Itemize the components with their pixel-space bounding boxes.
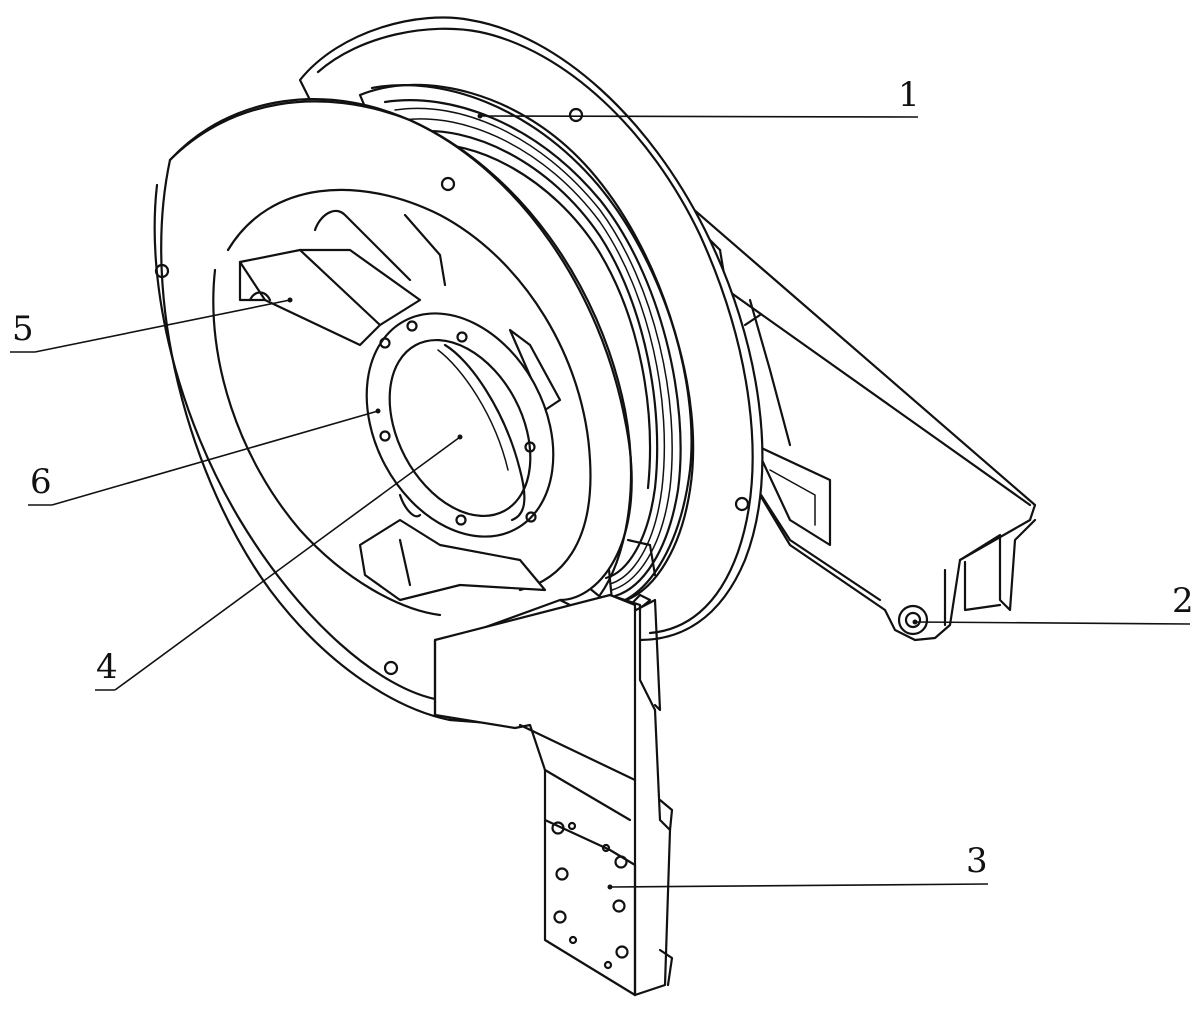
callout-label-3: 3: [966, 841, 988, 881]
callout-4: 4: [95, 434, 463, 691]
hub-ring: [365, 312, 555, 538]
callout-5: 5: [10, 297, 293, 353]
callout-label-1: 1: [898, 75, 920, 115]
callout-2: 2: [912, 581, 1194, 625]
spokes: [238, 209, 562, 602]
callout-1: 1: [477, 75, 920, 119]
callout-label-6: 6: [30, 462, 52, 502]
mount-leg: [433, 593, 674, 997]
callout-label-2: 2: [1172, 581, 1194, 621]
callout-6: 6: [28, 408, 381, 506]
callout-label-5: 5: [12, 309, 34, 349]
callout-3: 3: [607, 841, 989, 890]
callout-label-4: 4: [96, 647, 118, 687]
